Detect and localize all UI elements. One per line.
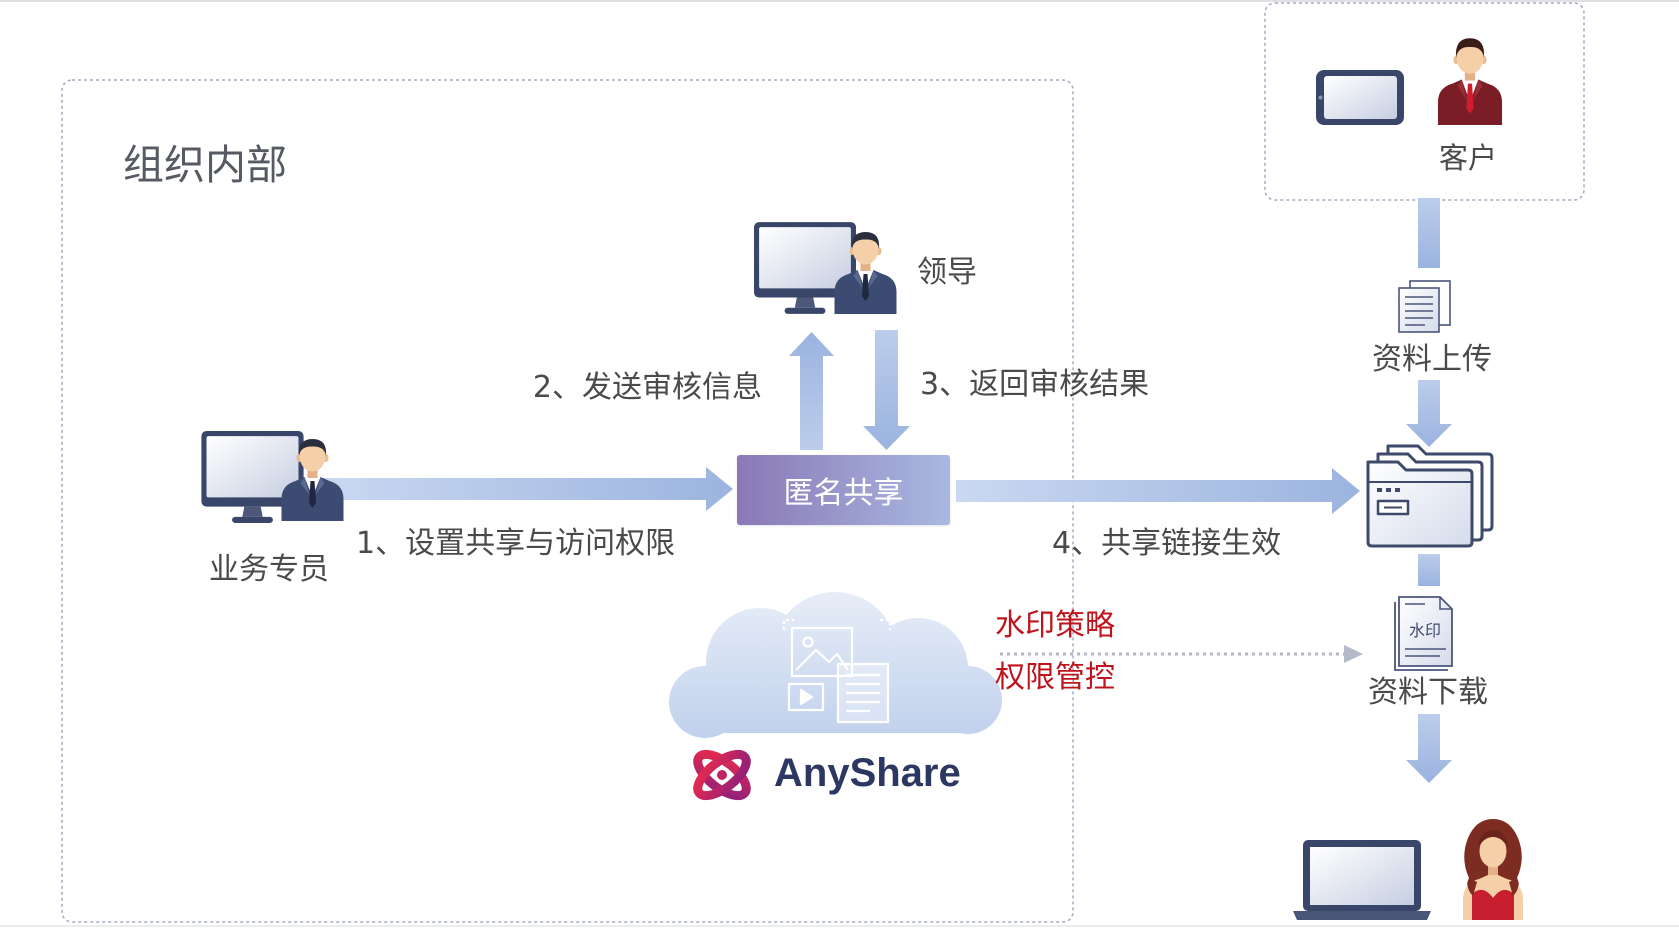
step2-label: 2、发送审核信息 [532, 370, 762, 405]
org-section-title: 组织内部 [123, 141, 287, 189]
arrow-step4-to-folder [956, 468, 1360, 514]
customer-upload-connector [1418, 198, 1440, 268]
employee-label: 业务专员 [209, 552, 329, 587]
arrow-step2-up-to-leader [789, 332, 834, 450]
watermark-policy-label: 水印策略 [995, 608, 1115, 643]
cloud-media-icon [669, 592, 1002, 738]
policy-dotted-arrow [1000, 645, 1363, 663]
arrow-step1-to-share [321, 467, 733, 511]
arrow-step3-down-from-leader [863, 330, 910, 450]
anyshare-brand-name: AnyShare [774, 751, 961, 795]
laptop-icon [1293, 840, 1431, 920]
customer-section-border [1264, 2, 1585, 201]
upload-label: 资料上传 [1372, 342, 1492, 377]
step3-label: 3、返回审核结果 [920, 367, 1150, 402]
step1-label: 1、设置共享与访问权限 [356, 526, 676, 561]
permission-control-label: 权限管控 [995, 660, 1115, 695]
watermark-document-icon: 水印 [1394, 596, 1453, 671]
customer-label: 客户 [1439, 141, 1498, 175]
receiver-person-icon [1463, 819, 1523, 920]
anyshare-logo-icon [693, 749, 751, 801]
upload-arrow-to-folder [1406, 380, 1452, 447]
watermark-document-label: 水印 [1409, 621, 1441, 640]
folder-stack-icon [1366, 444, 1494, 548]
download-arrow-to-receiver [1406, 714, 1452, 783]
customer-person-icon [1437, 38, 1503, 125]
download-label: 资料下载 [1368, 675, 1488, 710]
folder-download-connector [1418, 554, 1440, 586]
anonymous-share-node: 匿名共享 [737, 455, 950, 525]
leader-label: 领导 [917, 255, 977, 290]
step4-label: 4、共享链接生效 [1052, 526, 1282, 561]
document-stack-icon [1398, 280, 1451, 333]
tablet-icon [1316, 70, 1404, 125]
anonymous-share-label: 匿名共享 [783, 476, 904, 511]
